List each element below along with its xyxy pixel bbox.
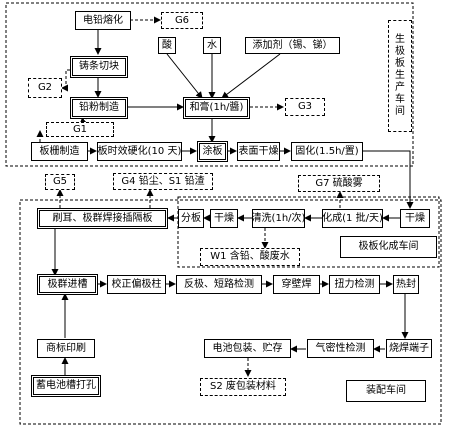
- casting-node: 铸条切块: [70, 56, 128, 78]
- water-input: 水: [203, 37, 221, 54]
- formation-batch-node: 化成(1 批/天): [322, 209, 383, 228]
- formation-workshop-boundary: [177, 196, 440, 268]
- g2-emission: G2: [28, 78, 62, 98]
- wash-node: 清洗(1h/次): [252, 209, 305, 228]
- brush-weld-node: 刷耳、极群焊接插隔板: [37, 208, 168, 229]
- label-print-node: 商标印刷: [37, 339, 95, 358]
- g1-emission: G1: [46, 122, 114, 137]
- acid-input: 酸: [158, 37, 176, 54]
- heat-seal-node: 热封: [393, 275, 419, 294]
- g4-s1-emission: G4 铅尘、S1 铅渣: [113, 173, 213, 190]
- paste-node: 和膏(1h/醬): [183, 97, 250, 119]
- into-case-node: 极群进槽: [37, 274, 98, 295]
- torque-check-node: 扭力检测: [329, 275, 380, 294]
- g7-emission: G7 硫酸雾: [298, 175, 380, 192]
- curing-node: 固化(1.5h/置): [291, 142, 363, 161]
- aging-node: 板时效硬化(10 天): [97, 142, 182, 161]
- w1-emission: W1 含铅、酸废水: [200, 248, 300, 266]
- g5-emission: G5: [45, 174, 75, 190]
- coating-node: 涂板: [197, 141, 228, 162]
- terminal-weld-node: 烧焊端子: [386, 339, 432, 358]
- s2-emission: S2 废包装材料: [200, 378, 286, 396]
- formation-workshop-label: 极板化成车间: [340, 236, 437, 258]
- wall-weld-node: 穿壁焊: [273, 275, 320, 294]
- lead-powder-node: 铅粉制造: [70, 97, 128, 119]
- short-check-node: 反极、短路检测: [176, 275, 262, 294]
- surface-dry-node: 表面干燥: [237, 142, 280, 161]
- correct-post-node: 校正偏极柱: [107, 275, 166, 294]
- plate-workshop-text: 生极板生产车间: [395, 34, 405, 117]
- air-check-node: 气密性检测: [307, 339, 374, 358]
- g3-emission: G3: [285, 98, 325, 116]
- additive-input: 添加剂（锡、锑）: [245, 37, 340, 54]
- pack-store-node: 电池包装、贮存: [204, 339, 291, 358]
- dry2-node: 干燥: [210, 209, 238, 228]
- electroplating-node: 电铅熔化: [75, 11, 131, 30]
- split-node: 分板: [178, 209, 204, 228]
- assembly-workshop-boundary: [19, 199, 442, 425]
- plate-workshop-label: 生极板生产车间: [388, 20, 412, 132]
- drill-node: 蓄电池槽打孔: [31, 375, 101, 397]
- g6-emission: G6: [161, 12, 203, 29]
- dry1-node: 干燥: [400, 209, 430, 228]
- grid-node: 板栅制造: [31, 142, 88, 161]
- assembly-workshop-label: 装配车间: [346, 380, 426, 402]
